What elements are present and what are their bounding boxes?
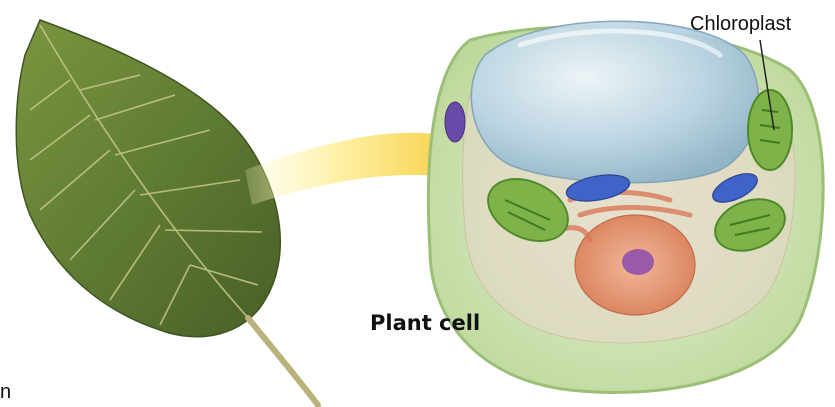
mitochondrion [445,102,465,142]
leaf-illustration [16,20,318,405]
chloroplast-label: Chloroplast [690,13,792,35]
cropped-edge-text: n [0,381,11,403]
plant-cell-label: Plant cell [370,311,480,335]
central-vacuole [471,21,758,182]
leaf-blade [16,20,280,337]
nucleolus [622,249,654,275]
leaf-stem [248,318,318,405]
plant-cell-illustration [428,21,823,392]
